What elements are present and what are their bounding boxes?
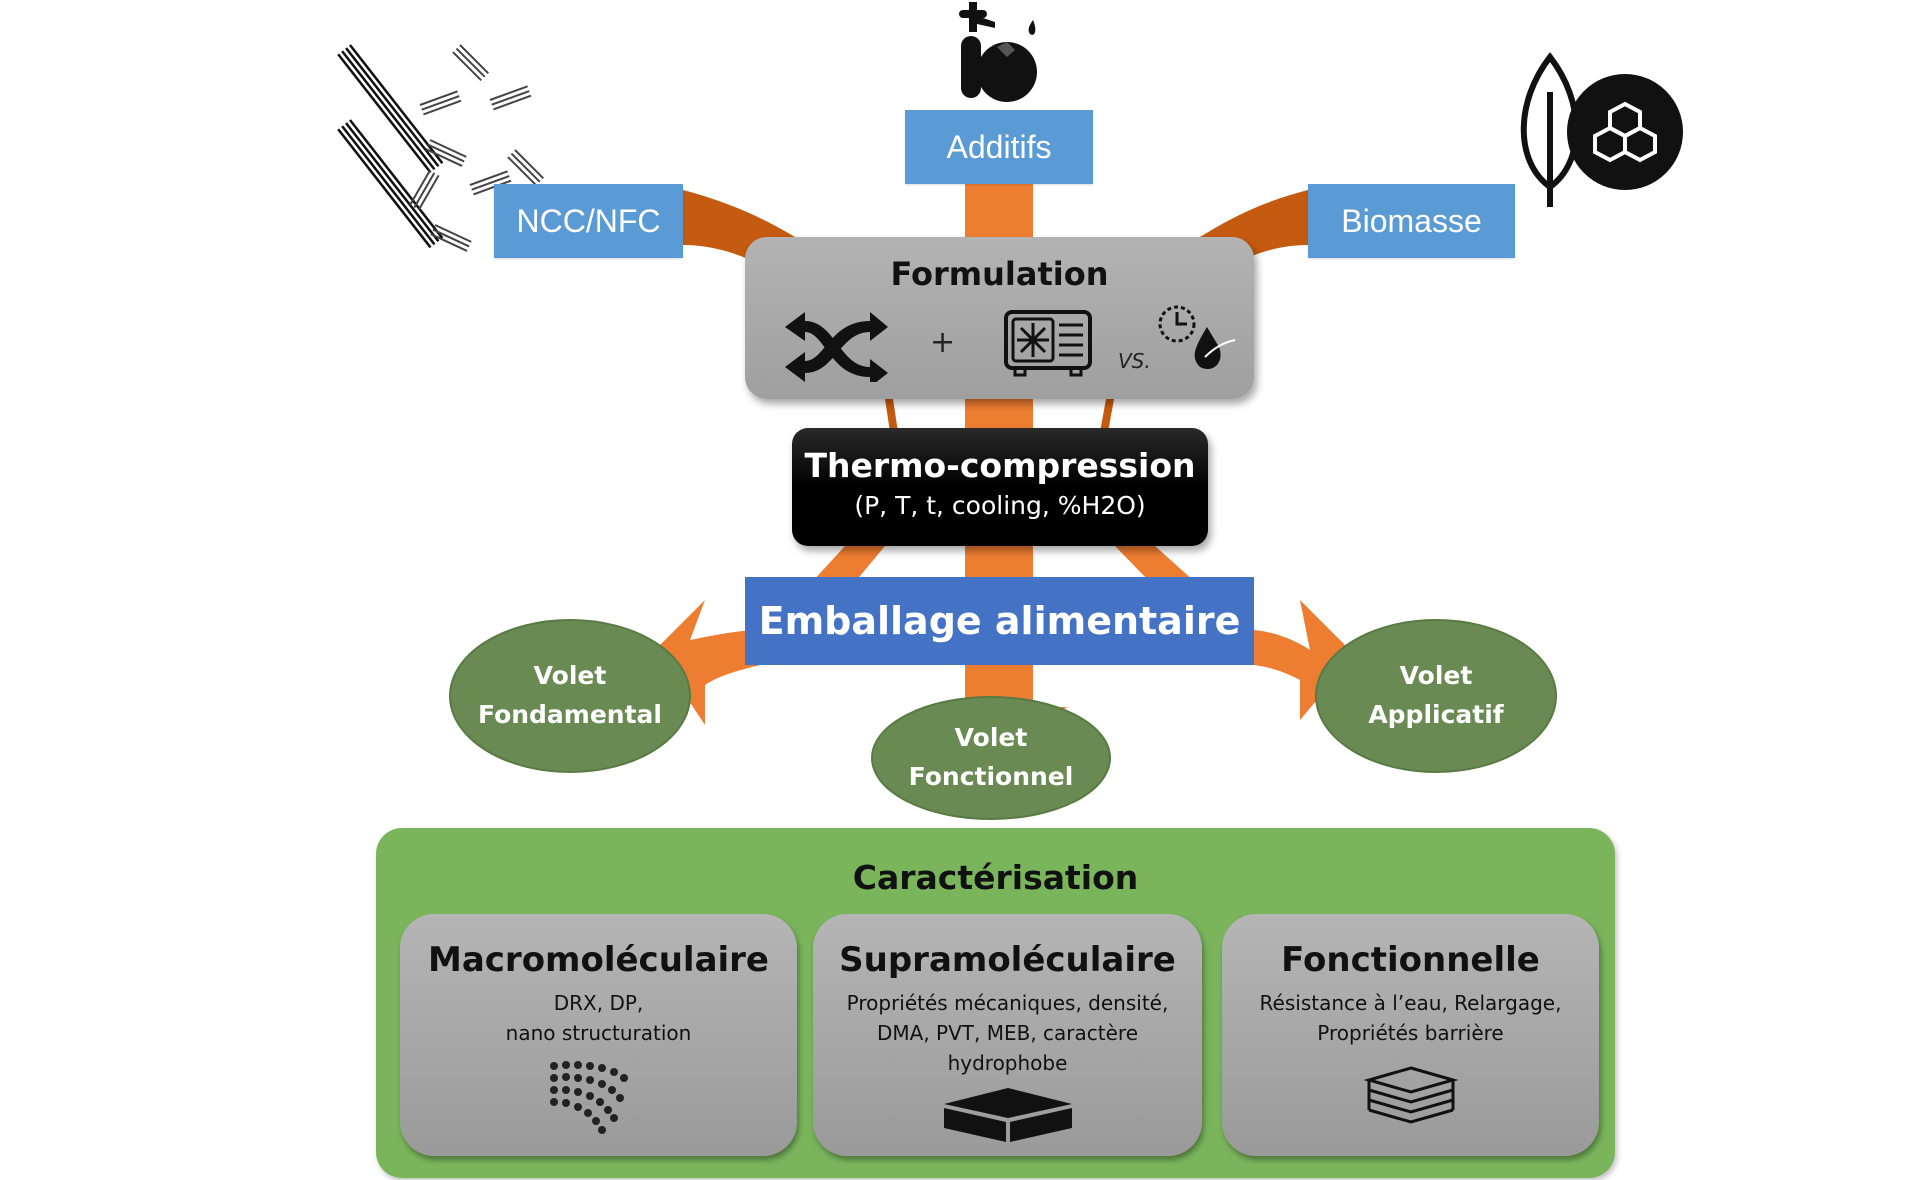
thermo-title: Thermo-compression	[804, 446, 1196, 485]
card-line: Propriétés mécaniques, densité,	[846, 991, 1169, 1015]
biomasse-label: Biomasse	[1341, 202, 1482, 239]
emballage-alimentaire-box: Emballage alimentaire	[745, 577, 1254, 665]
ncc-nfc-box: NCC/NFC	[494, 184, 683, 258]
arrow-to-fondamental	[655, 600, 760, 725]
card-title: Fonctionnelle	[1281, 940, 1540, 980]
volet-fonctionnel-label: Volet Fonctionnel	[881, 718, 1101, 796]
additifs-connector	[965, 184, 1033, 244]
volet-line2: Fondamental	[478, 700, 662, 729]
biomasse-box: Biomasse	[1308, 184, 1515, 258]
volet-line2: Fonctionnel	[908, 762, 1074, 791]
caracterisation-panel: Caractérisation Macromoléculaire DRX, DP…	[376, 828, 1615, 1178]
formulation-box: Formulation + VS.	[745, 237, 1254, 399]
volet-applicatif-label: Volet Applicatif	[1326, 656, 1546, 734]
card-description: DRX, DP, nano structuration	[400, 988, 797, 1048]
right-thin-connector	[1100, 399, 1114, 432]
thermo-params: (P, T, t, cooling, %H2O)	[854, 491, 1146, 520]
card-description: Propriétés mécaniques, densité, DMA, PVT…	[813, 988, 1202, 1078]
card-line: DMA, PVT, MEB, caractère	[876, 1021, 1138, 1045]
card-title: Macromoléculaire	[428, 940, 769, 980]
plus-sign: +	[930, 325, 956, 360]
left-thin-connector	[885, 399, 898, 432]
ncc-nfc-label: NCC/NFC	[516, 202, 661, 239]
additive-lab-icon	[959, 2, 1037, 102]
card-line: Propriétés barrière	[1317, 1021, 1504, 1045]
cube-icon	[943, 1088, 1072, 1142]
card-description: Résistance à l’eau, Relargage, Propriété…	[1222, 988, 1599, 1048]
card-title: Supramoléculaire	[839, 940, 1176, 980]
card-line: nano structuration	[505, 1021, 692, 1045]
card-line: hydrophobe	[947, 1051, 1068, 1075]
card-fonctionnelle: Fonctionnelle Résistance à l’eau, Relarg…	[1222, 914, 1599, 1156]
additifs-box: Additifs	[905, 110, 1093, 184]
card-supramoleculaire: Supramoléculaire Propriétés mécaniques, …	[813, 914, 1202, 1156]
volet-line2: Applicatif	[1368, 700, 1504, 729]
caracterisation-title: Caractérisation	[852, 858, 1139, 897]
additifs-label: Additifs	[946, 128, 1052, 165]
cellulose-fibrils-icon	[337, 44, 544, 252]
volet-line1: Volet	[954, 723, 1028, 752]
volet-fondamental-label: Volet Fondamental	[460, 656, 680, 734]
formulation-title: Formulation	[890, 255, 1109, 293]
card-macromoleculaire: Macromoléculaire DRX, DP, nano structura…	[400, 914, 797, 1156]
layers-icon	[1363, 1066, 1458, 1124]
volet-applicatif-ellipse	[1315, 619, 1557, 773]
card-line: Résistance à l’eau, Relargage,	[1259, 991, 1562, 1015]
thermo-compression-box: Thermo-compression (P, T, t, cooling, %H…	[792, 428, 1208, 546]
thermo-emballage-connector	[965, 546, 1033, 582]
freezer-icon	[1004, 310, 1092, 377]
volet-fondamental-ellipse	[449, 619, 691, 773]
time-water-icon	[1158, 305, 1236, 370]
dot-grid-icon	[549, 1061, 628, 1134]
volet-line1: Volet	[1399, 661, 1473, 690]
leaf-molecule-icon	[1520, 52, 1683, 207]
volet-fonctionnel-ellipse	[871, 696, 1111, 820]
emballage-title: Emballage alimentaire	[758, 599, 1241, 643]
vs-label: VS.	[1118, 349, 1151, 373]
shuffle-icon	[785, 312, 888, 382]
thermo-right-connector	[1115, 546, 1195, 582]
volet-line1: Volet	[533, 661, 607, 690]
thermo-left-connector	[812, 546, 885, 582]
arrow-to-applicatif	[1254, 600, 1355, 720]
card-line: DRX, DP,	[553, 991, 644, 1015]
